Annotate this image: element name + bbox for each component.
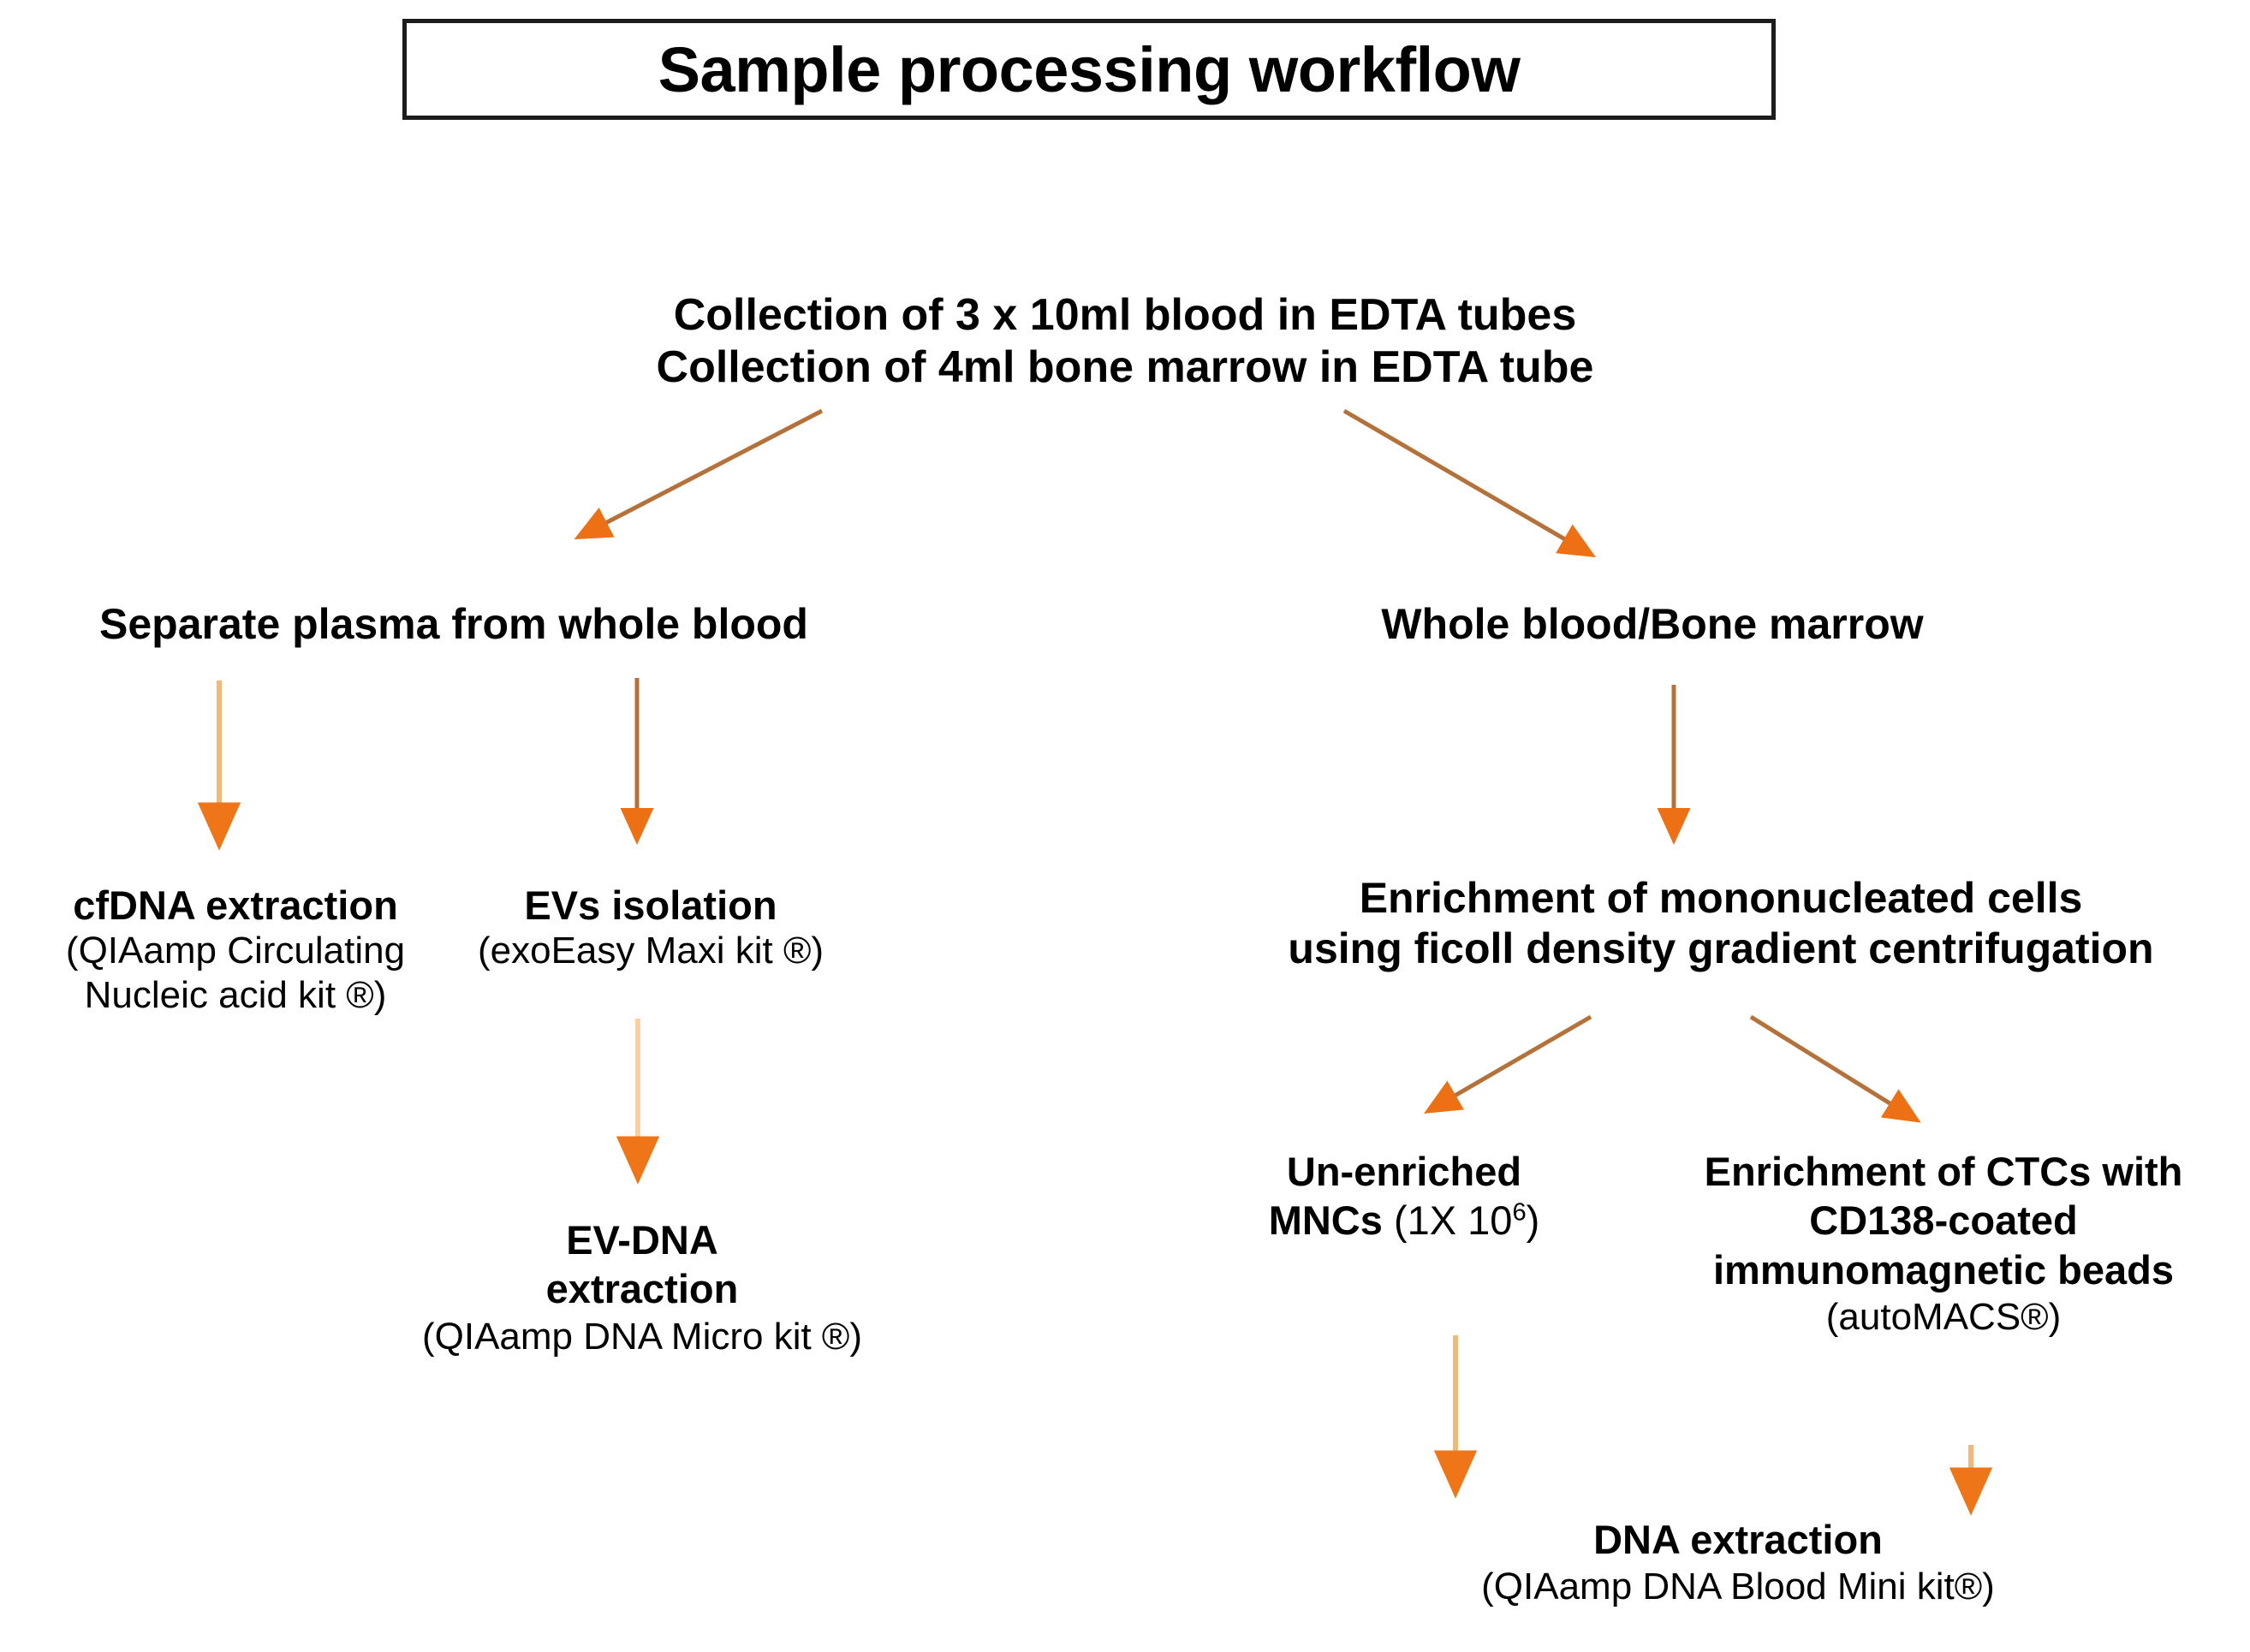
edge-collection-to-whole-blood <box>1342 408 1597 558</box>
node-evs-isolation-title: EVs isolation <box>524 882 777 928</box>
node-unenriched-mncs-line2: MNCs (1X 106) <box>1233 1196 1575 1245</box>
node-unenriched-mncs-count-pre: (1X 10 <box>1382 1197 1513 1244</box>
node-cfdna-extraction-sub-line1: (QIAamp Circulating <box>65 930 406 972</box>
node-collection: Collection of 3 x 10ml blood in EDTA tub… <box>0 289 2250 395</box>
node-collection-line1: Collection of 3 x 10ml blood in EDTA tub… <box>673 290 1577 340</box>
node-ctc-enrichment: Enrichment of CTCs with CD138-coated imm… <box>1644 1147 2243 1340</box>
node-dna-extraction-title: DNA extraction <box>1593 1517 1883 1562</box>
node-unenriched-mncs-abbr: MNCs <box>1268 1197 1383 1244</box>
node-cfdna-extraction-sub-line2: Nucleic acid kit ®) <box>84 974 387 1017</box>
node-evs-isolation: EVs isolation (exoEasy Maxi kit ®) <box>428 882 873 973</box>
node-ctc-enrichment-line2: CD138-coated <box>1809 1197 2078 1244</box>
node-evs-isolation-sub-line1: (exoEasy Maxi kit ®) <box>477 930 824 972</box>
node-whole-blood-bone-marrow-label: Whole blood/Bone marrow <box>1381 600 1924 648</box>
node-ctc-enrichment-line1: Enrichment of CTCs with <box>1704 1149 2183 1194</box>
node-unenriched-mncs-count-post: ) <box>1526 1197 1540 1244</box>
node-ev-dna-extraction-title-line2: extraction <box>545 1266 739 1312</box>
node-cfdna-extraction: cfDNA extraction (QIAamp Circulating Nuc… <box>0 882 479 1018</box>
node-ev-dna-extraction-sub-line1: (QIAamp DNA Micro kit ®) <box>421 1315 863 1358</box>
node-separate-plasma-label: Separate plasma from whole blood <box>99 600 808 648</box>
page-title: Sample processing workflow <box>658 33 1521 105</box>
node-ctc-enrichment-sub-line1: (autoMACS®) <box>1825 1295 2062 1338</box>
node-ficoll-enrichment-line2: using ficoll density gradient centrifuga… <box>1288 924 2154 972</box>
title-box: Sample processing workflow <box>402 19 1776 120</box>
node-unenriched-mncs-count-exponent: 6 <box>1512 1198 1527 1227</box>
node-whole-blood-bone-marrow: Whole blood/Bone marrow <box>1267 599 2038 650</box>
node-dna-extraction: DNA extraction (QIAamp DNA Blood Mini ki… <box>1353 1515 2123 1610</box>
node-unenriched-mncs: Un-enriched MNCs (1X 106) <box>1233 1147 1575 1245</box>
node-collection-line2: Collection of 4ml bone marrow in EDTA tu… <box>656 342 1594 393</box>
node-dna-extraction-sub-line1: (QIAamp DNA Blood Mini kit®) <box>1481 1566 1995 1608</box>
node-ev-dna-extraction-title-line1: EV-DNA <box>566 1217 718 1263</box>
edge-ficoll-to-ctc <box>1749 1014 1921 1123</box>
node-ctc-enrichment-line3: immunomagnetic beads <box>1713 1246 2174 1292</box>
edge-ficoll-to-mnc <box>1423 1014 1592 1114</box>
node-cfdna-extraction-title: cfDNA extraction <box>73 882 398 928</box>
node-ficoll-enrichment-line1: Enrichment of mononucleated cells <box>1359 874 2083 922</box>
node-unenriched-mncs-line1: Un-enriched <box>1286 1149 1522 1194</box>
node-ev-dna-extraction: EV-DNA extraction (QIAamp DNA Micro kit … <box>368 1215 916 1359</box>
node-separate-plasma: Separate plasma from whole blood <box>0 599 908 650</box>
edge-collection-to-plasma <box>574 408 824 540</box>
node-ficoll-enrichment: Enrichment of mononucleated cells using … <box>1224 873 2217 974</box>
